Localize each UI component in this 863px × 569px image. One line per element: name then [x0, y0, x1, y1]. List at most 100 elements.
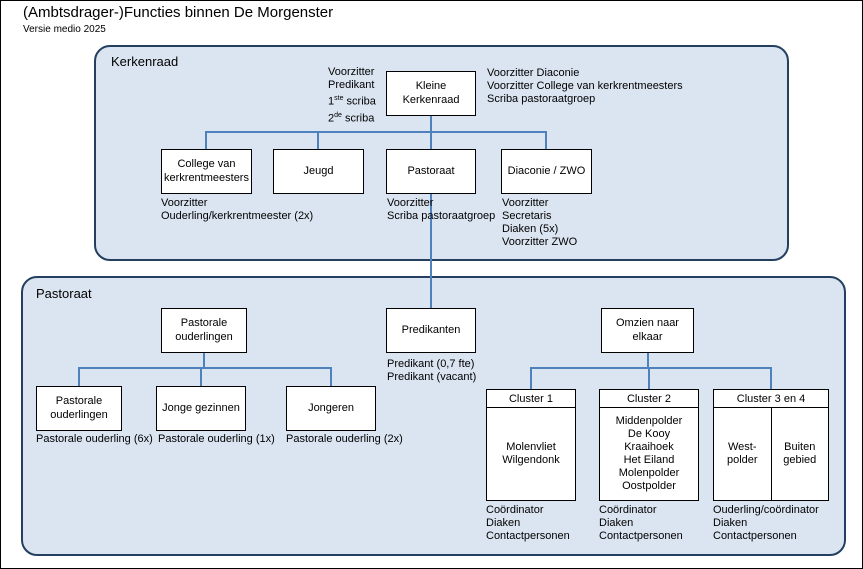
node-jonge-gezinnen: Jonge gezinnen: [156, 386, 246, 431]
connector-pastoraat-to-panel: [430, 194, 432, 308]
node-label-line: Pastorale: [55, 394, 103, 407]
connector-drop-jonge-gezinnen: [200, 367, 202, 386]
pastoraat-notes: Voorzitter Scriba pastoraatgroep: [387, 197, 495, 223]
cluster-body-line: Oostpolder: [622, 480, 676, 492]
note-line: Predikant (0,7 fte): [387, 358, 475, 370]
cluster34-cell-buitengebied: Buiten gebied: [770, 408, 829, 500]
note-line: Scriba pastoraatgroep: [387, 210, 496, 222]
note-line: Pastorale ouderling (1x): [158, 433, 275, 445]
cluster-body-line: Wilgendonk: [502, 454, 560, 466]
cluster-body-line: gebied: [783, 454, 817, 466]
node-label-line: Omzien naar: [616, 316, 679, 329]
connector-drop-college: [205, 131, 207, 149]
connector-kk-stub: [430, 116, 432, 132]
cluster34-box: Cluster 3 en 4 West- polder Buiten gebie…: [713, 389, 829, 501]
cluster-body-line: West-: [727, 441, 757, 453]
po-sub-note: Pastorale ouderling (6x): [36, 433, 153, 446]
cluster1-box: Cluster 1 Molenvliet Wilgendonk: [486, 389, 576, 501]
note-line: 2de scriba: [328, 111, 375, 125]
note-line: Pastorale ouderling (6x): [36, 433, 153, 445]
cluster-body-line: Het Eiland: [623, 454, 675, 466]
node-jongeren: Jongeren: [286, 386, 376, 431]
connector-po-branch: [78, 367, 332, 369]
note-line: Voorzitter: [328, 66, 375, 78]
diaconie-notes: Voorzitter Secretaris Diaken (5x) Voorzi…: [502, 197, 577, 249]
note-line: Predikant (vacant): [387, 371, 477, 383]
note-line: Voorzitter: [387, 197, 434, 209]
cluster34-body: West- polder Buiten gebied: [714, 408, 828, 500]
note-line: Voorzitter ZWO: [502, 236, 578, 248]
node-diaconie-zwo: Diaconie / ZWO: [501, 149, 592, 194]
node-kleine-kerkenraad: Kleine Kerkenraad: [386, 71, 476, 116]
note-line: Pastorale ouderling (2x): [286, 433, 403, 445]
connector-drop-cluster34: [770, 367, 772, 389]
connector-omzien-stub: [647, 353, 649, 369]
connector-omzien-branch: [530, 367, 771, 369]
cluster1-body: Molenvliet Wilgendonk: [487, 408, 575, 500]
node-label-line: ouderlingen: [175, 330, 233, 343]
note-line: Contactpersonen: [486, 530, 570, 542]
pastoraat-panel-label: Pastoraat: [36, 286, 92, 301]
cluster2-box: Cluster 2 Middenpolder De Kooy Kraaihoek…: [599, 389, 699, 501]
note-line: Diaken: [486, 517, 521, 529]
node-label-line: Diaconie / ZWO: [507, 164, 586, 177]
note-line: Contactpersonen: [713, 530, 797, 542]
node-pastoraat: Pastoraat: [386, 149, 476, 194]
cluster-body-line: Middenpolder: [615, 415, 683, 427]
note-line: Coördinator: [599, 504, 657, 516]
node-label-line: Jeugd: [303, 164, 334, 177]
cluster-body-line: Kraaihoek: [624, 441, 674, 453]
node-label-line: Pastorale: [180, 316, 228, 329]
note-line: 1ste scriba: [328, 95, 376, 108]
cluster1-notes: Coördinator Diaken Contactpersonen: [486, 504, 570, 543]
node-label-line: ouderlingen: [50, 408, 108, 421]
kleine-kerkenraad-right-notes: Voorzitter Diaconie Voorzitter College v…: [487, 67, 683, 106]
note-line: Predikant: [328, 79, 375, 91]
node-label-line: Predikanten: [401, 323, 461, 336]
node-pastorale-ouderlingen: Pastorale ouderlingen: [161, 308, 247, 353]
connector-drop-diaconie: [545, 131, 547, 149]
page-title: (Ambtsdrager-)Functies binnen De Morgens…: [23, 4, 334, 21]
kleine-kerkenraad-left-notes: Voorzitter Predikant 1ste scriba 2de scr…: [328, 66, 376, 125]
node-jeugd: Jeugd: [273, 149, 364, 194]
college-notes: Voorzitter Ouderling/kerkrentmeester (2x…: [161, 197, 313, 223]
cluster-body-line: Molenpolder: [618, 467, 680, 479]
kerkenraad-panel-label: Kerkenraad: [111, 54, 179, 69]
note-line: Contactpersonen: [599, 530, 683, 542]
note-line: Ouderling/kerkrentmeester (2x): [161, 210, 314, 222]
node-predikanten: Predikanten: [386, 308, 476, 353]
connector-kk-branch: [205, 131, 547, 133]
note-line: Voorzitter: [502, 197, 549, 209]
connector-drop-jongeren: [330, 367, 332, 386]
cluster2-body: Middenpolder De Kooy Kraaihoek Het Eilan…: [600, 408, 698, 500]
connector-po-stub: [203, 353, 205, 368]
node-label-line: Kleine: [415, 79, 447, 92]
note-line: Ouderling/coördinator: [713, 504, 819, 516]
node-label-line: kerkrentmeesters: [164, 171, 249, 184]
node-label-line: Jonge gezinnen: [162, 401, 240, 414]
cluster-body-line: Molenvliet: [506, 441, 556, 453]
note-line: Scriba pastoraatgroep: [487, 93, 596, 105]
cluster-body-line: polder: [726, 454, 758, 466]
node-college-kerkrentmeesters: College van kerkrentmeesters: [161, 149, 252, 194]
note-line: Diaken: [713, 517, 748, 529]
connector-drop-cluster2: [648, 367, 650, 389]
node-omzien-naar-elkaar: Omzien naar elkaar: [601, 308, 694, 353]
node-label-line: Jongeren: [308, 401, 354, 414]
cluster2-notes: Coördinator Diaken Contactpersonen: [599, 504, 683, 543]
cluster34-cell-westpolder: West- polder: [714, 408, 771, 500]
cluster34-notes: Ouderling/coördinator Diaken Contactpers…: [713, 504, 819, 543]
note-line: Diaken (5x): [502, 223, 559, 235]
cluster2-title: Cluster 2: [600, 390, 698, 408]
connector-drop-pastoraat: [430, 131, 432, 149]
jongeren-note: Pastorale ouderling (2x): [286, 433, 403, 446]
node-label-line: College van: [177, 157, 236, 170]
note-line: Coördinator: [486, 504, 544, 516]
cluster-body-line: Buiten: [784, 441, 816, 453]
node-label-line: Kerkenraad: [402, 93, 460, 106]
connector-drop-jeugd: [317, 131, 319, 149]
note-line: Voorzitter College van kerkrentmeesters: [487, 80, 683, 92]
connector-drop-po: [78, 367, 80, 386]
note-line: Secretaris: [502, 210, 552, 222]
